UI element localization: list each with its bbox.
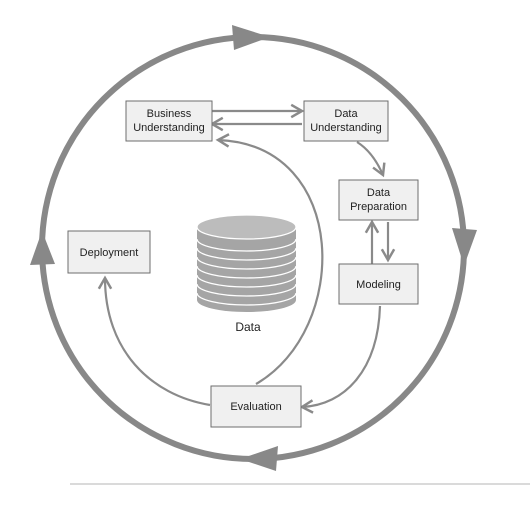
box-business-understanding: Business Understanding	[125, 100, 213, 142]
cycle-arrowhead-bottom	[240, 446, 278, 471]
arrow-eval-to-deploy	[97, 275, 211, 407]
data-preparation-line-2: Preparation	[350, 201, 407, 213]
box-evaluation: Evaluation	[210, 385, 302, 428]
data-understanding-line-2: Understanding	[310, 122, 382, 134]
data-understanding-line-1: Data	[334, 108, 358, 120]
data-preparation-line-1: Data	[367, 187, 391, 199]
flow-arrows	[97, 103, 396, 414]
cycle-arrowhead-right	[452, 228, 477, 266]
evaluation-label: Evaluation	[230, 401, 281, 413]
business-understanding-line-1: Business	[147, 108, 192, 120]
arrow-du-to-prep	[356, 141, 386, 178]
data-cylinder	[196, 214, 297, 312]
cycle-arrowhead-top	[232, 25, 270, 50]
data-label: Data	[235, 320, 261, 334]
business-understanding-line-2: Understanding	[133, 122, 205, 134]
deployment-label: Deployment	[80, 247, 139, 259]
arrow-model-to-eval	[299, 305, 382, 414]
box-deployment: Deployment	[67, 230, 151, 274]
box-data-understanding: Data Understanding	[303, 100, 389, 142]
box-data-preparation: Data Preparation	[338, 179, 419, 221]
box-modeling: Modeling	[338, 263, 419, 305]
cycle-arrowhead-left	[30, 231, 55, 265]
modeling-label: Modeling	[356, 279, 401, 291]
arrow-eval-to-bu	[215, 133, 324, 385]
